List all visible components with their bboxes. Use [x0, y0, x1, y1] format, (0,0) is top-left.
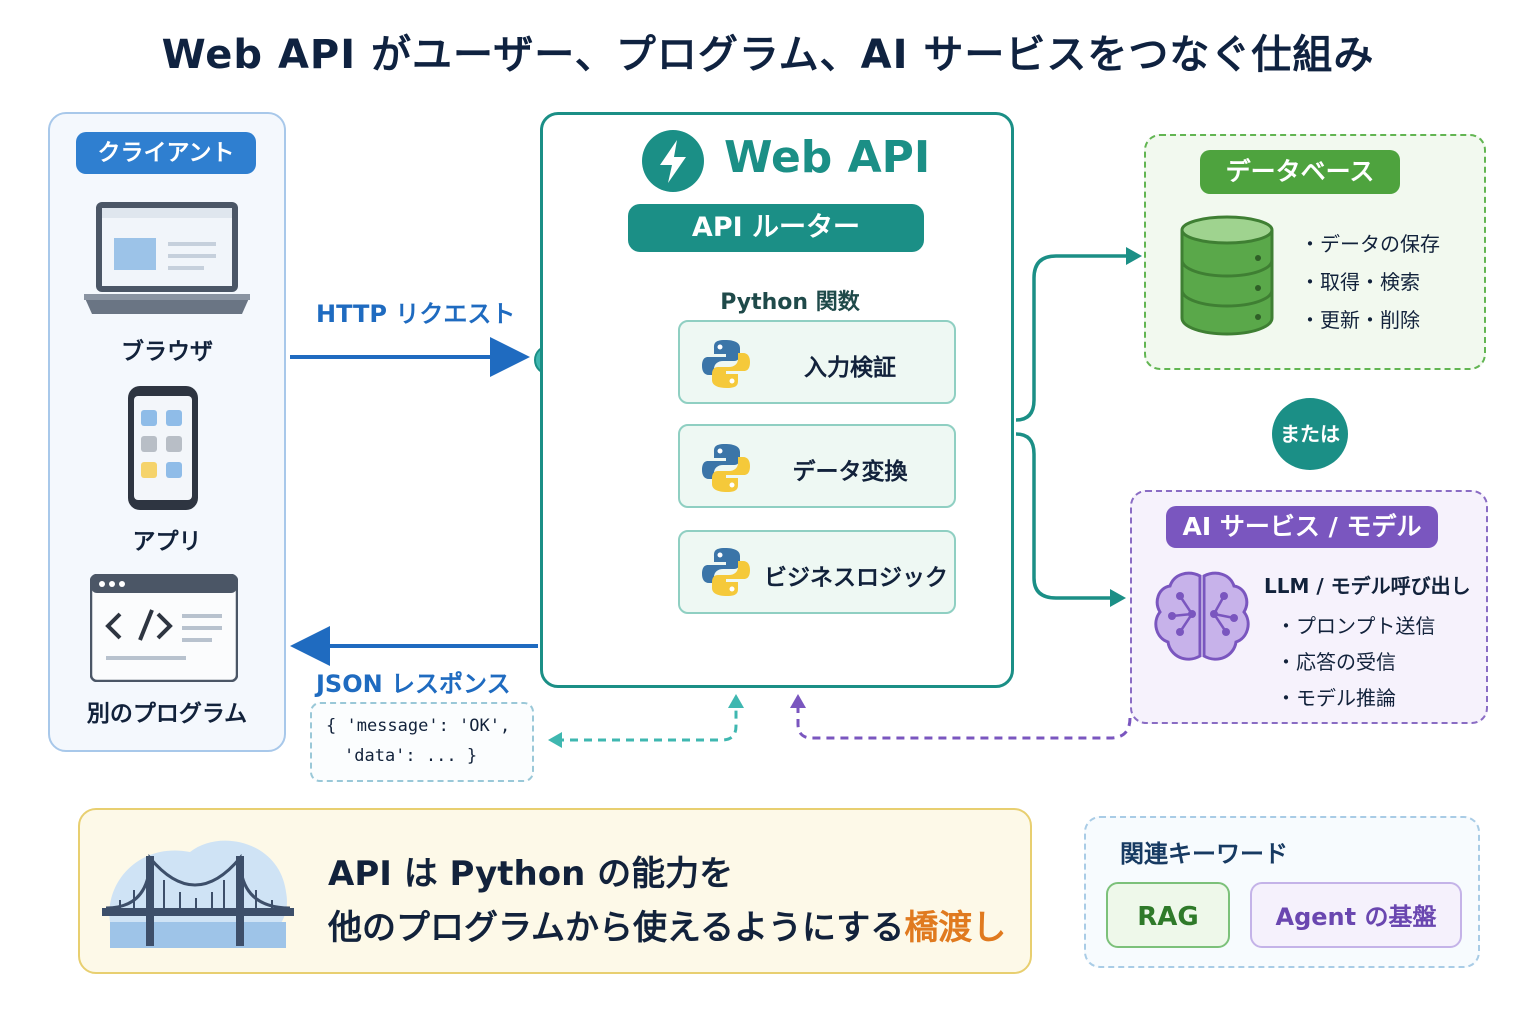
laptop-icon: [84, 202, 250, 314]
json-sample-line2: 'data': ... }: [344, 746, 478, 766]
function-box-logic: [678, 530, 956, 614]
python-logo-icon: [702, 340, 750, 388]
bridge-text-line2: 他のプログラムから使えるようにする橋渡し: [328, 900, 1006, 949]
db-arrow: [1015, 254, 1134, 422]
database-item: ・データの保存: [1300, 232, 1440, 256]
or-badge: または: [1272, 398, 1348, 470]
ai-arrow: [1015, 432, 1118, 600]
json-sample-box: [310, 702, 534, 782]
ai-service-item: ・応答の受信: [1276, 650, 1396, 674]
bridge-highlight: 橋渡し: [904, 908, 1007, 948]
keyword-agent: Agent の基盤: [1250, 882, 1462, 948]
bridge-icon: [102, 840, 294, 948]
function-label-logic: ビジネスロジック: [764, 565, 948, 591]
bridge-text-line1: API は Python の能力を: [328, 854, 734, 894]
device-label-program: 別のプログラム: [86, 701, 248, 727]
python-logo-icon: [702, 548, 750, 596]
ai-service-title: AI サービス / モデル: [1166, 506, 1438, 548]
page-title: Web API がユーザー、プログラム、AI サービスをつなぐ仕組み: [161, 32, 1375, 78]
database-icon: [1180, 215, 1274, 336]
device-label-browser: ブラウザ: [121, 339, 213, 365]
ai-service-item: ・プロンプト送信: [1276, 614, 1436, 638]
json-sample-line1: { 'message': 'OK',: [326, 716, 511, 736]
return-dashed-purple: [796, 704, 1132, 740]
ai-service-item: ・モデル推論: [1276, 686, 1396, 710]
keywords-title: 関連キーワード: [1120, 840, 1288, 868]
function-box-transform: [678, 424, 956, 508]
code-window-icon: [90, 574, 238, 682]
json-response-label: JSON レスポンス: [316, 670, 511, 698]
function-box-validation: [678, 320, 956, 404]
ai-service-subtitle: LLM / モデル呼び出し: [1264, 574, 1471, 598]
lightning-icon: [642, 130, 704, 192]
brain-icon: [1154, 571, 1250, 661]
web-api-title: Web API: [724, 132, 931, 183]
return-dashed-teal: [556, 704, 738, 742]
api-router-label: API ルーター: [628, 204, 924, 252]
bridge-text-main: 他のプログラムから使えるようにする: [328, 908, 905, 948]
database-title: データベース: [1200, 150, 1400, 194]
function-label-validation: 入力検証: [804, 355, 896, 381]
python-logo-icon: [702, 444, 750, 492]
database-item: ・取得・検索: [1300, 270, 1420, 294]
http-request-label: HTTP リクエスト: [316, 300, 516, 328]
database-item: ・更新・削除: [1300, 308, 1420, 332]
smartphone-icon: [128, 386, 198, 510]
function-label-transform: データ変換: [792, 459, 908, 485]
client-title: クライアント: [76, 132, 256, 174]
keyword-rag: RAG: [1106, 882, 1230, 948]
python-functions-label: Python 関数: [720, 290, 860, 315]
device-label-app: アプリ: [132, 529, 202, 555]
